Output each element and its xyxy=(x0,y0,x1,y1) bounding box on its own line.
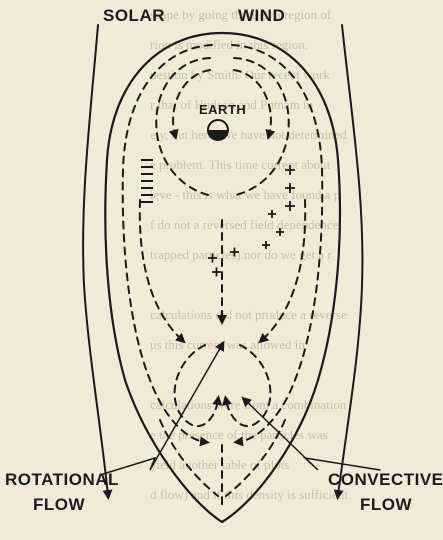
rotational-label: ROTATIONAL xyxy=(5,470,119,490)
convective-flow-label: FLOW xyxy=(360,495,412,515)
lower-right-cell xyxy=(226,345,270,426)
right-middle-flow xyxy=(262,200,305,340)
earth-icon xyxy=(208,120,228,140)
solar-label: SOLAR xyxy=(103,6,165,26)
convective-label: CONVECTIVE xyxy=(328,470,443,490)
left-hatch-marks xyxy=(141,160,153,202)
upper-left-cell xyxy=(156,58,210,195)
upper-right-cell xyxy=(234,58,289,195)
solar-wind-left-arrow xyxy=(83,25,108,495)
lower-left-cell xyxy=(175,345,218,426)
rotational-flow-label: FLOW xyxy=(33,495,85,515)
solar-wind-right-arrow xyxy=(338,25,362,495)
left-tail-return xyxy=(160,420,218,496)
right-tail-return xyxy=(226,420,285,496)
earth-label: EARTH xyxy=(199,102,246,117)
convective-pointer xyxy=(245,400,380,470)
wind-label: WIND xyxy=(238,6,285,26)
left-middle-flow xyxy=(140,200,182,340)
